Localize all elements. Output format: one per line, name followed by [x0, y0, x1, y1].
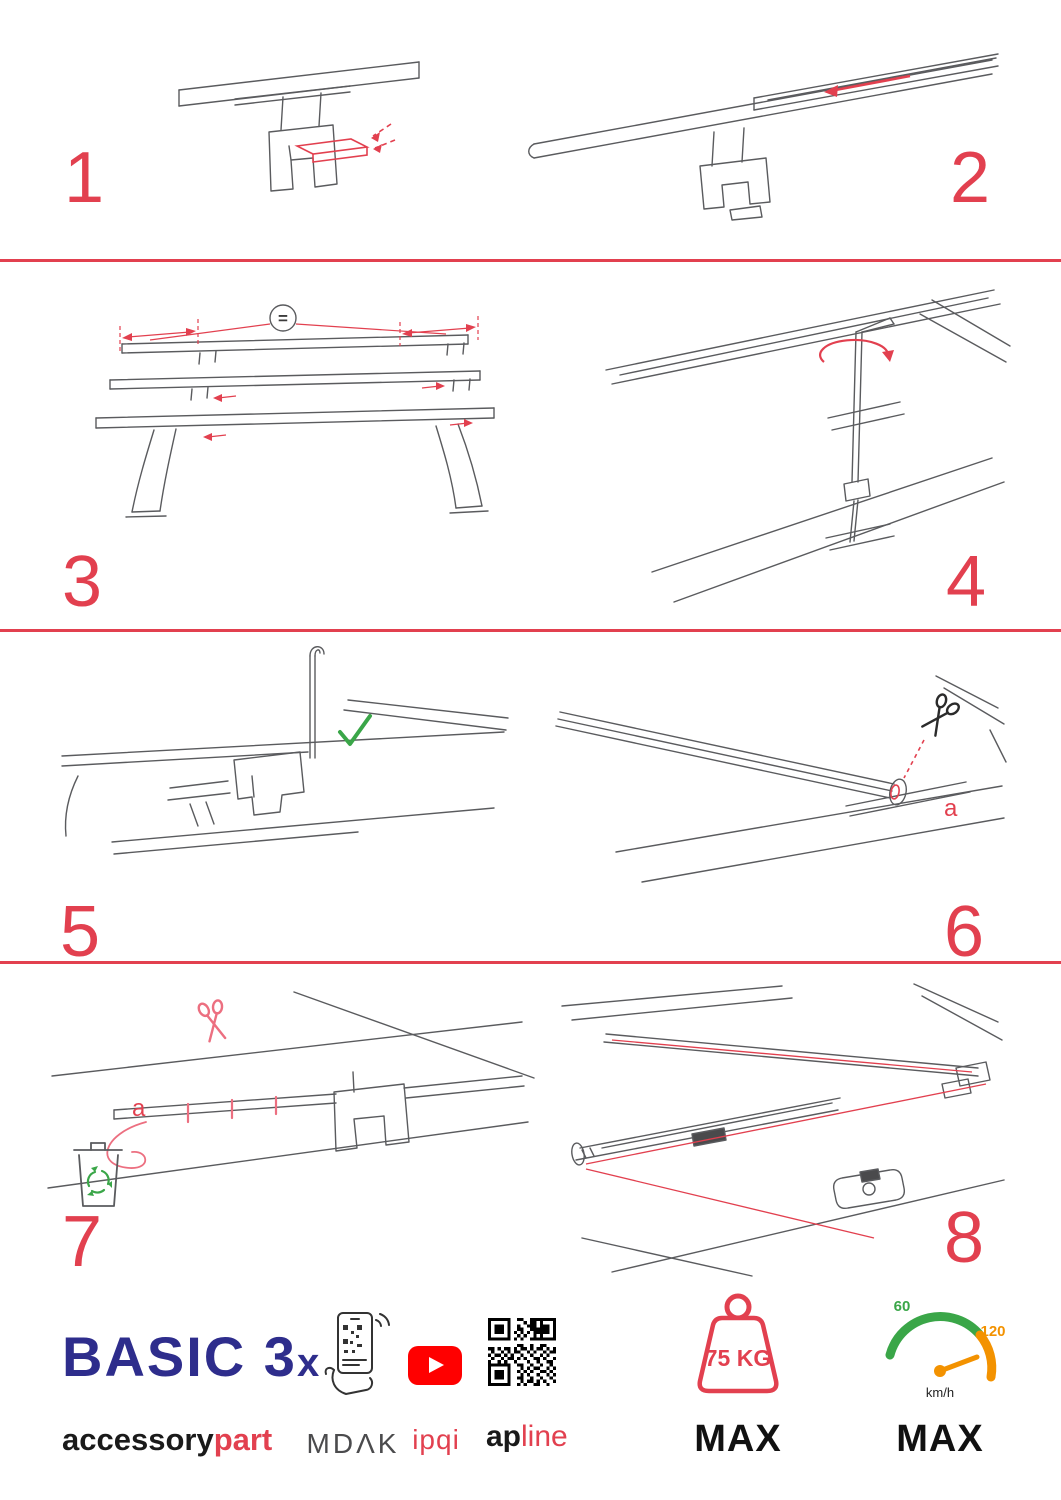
- speed-unit-label: km/h: [926, 1385, 954, 1400]
- cut-label-a: a: [132, 1095, 146, 1122]
- step-7-number: 7: [62, 1202, 103, 1282]
- step-2-number: 2: [950, 138, 991, 218]
- step-6-number: 6: [944, 892, 985, 972]
- step-3-illustration: =: [95, 304, 495, 518]
- speed-low-label: 60: [894, 1298, 911, 1315]
- step-2-illustration: [528, 53, 999, 221]
- t-bolt-adapter: [832, 1168, 906, 1210]
- brand-wordmark: accessorypart: [62, 1422, 272, 1458]
- insert-plate-highlight: [294, 123, 396, 163]
- slide-direction-arrow: [824, 74, 911, 97]
- cut-profile-highlight: [890, 784, 900, 800]
- step-1-number: 1: [64, 138, 105, 218]
- phone-scan-icon: [324, 1312, 390, 1395]
- step-5-number: 5: [60, 892, 101, 972]
- brand-wordmark-right: part: [213, 1422, 273, 1457]
- step-3-number: 3: [62, 542, 103, 622]
- equal-spacing-badge: [269, 304, 297, 332]
- max-weight-value: 75 KG: [705, 1345, 771, 1371]
- step-4-illustration: [605, 289, 1011, 603]
- youtube-icon: [408, 1346, 462, 1385]
- brand-wordmark-left: accessory: [62, 1422, 214, 1457]
- section-divider: [0, 629, 1061, 632]
- max-weight-icon: 75 KG: [697, 1293, 779, 1394]
- step-8-illustration: [561, 983, 1005, 1277]
- step-6-illustration: a: [555, 675, 1007, 883]
- alignment-lines: [585, 1039, 987, 1239]
- equal-sign: =: [278, 309, 288, 328]
- trash-icon: [73, 1142, 123, 1207]
- max-speed-label: MAX: [896, 1418, 984, 1460]
- apline-right: line: [521, 1420, 568, 1453]
- max-speed-icon: 60 120 km/h: [885, 1298, 1006, 1400]
- rotate-arrow: [819, 338, 894, 363]
- section-divider: [0, 961, 1061, 964]
- qr-code: [488, 1318, 556, 1386]
- cut-label-a: a: [944, 795, 958, 822]
- max-weight-label: MAX: [694, 1418, 782, 1460]
- recycle-icon: [86, 1169, 110, 1194]
- apline-left: ap: [486, 1420, 522, 1453]
- youtube-play-triangle: [429, 1357, 444, 1373]
- step-4-number: 4: [946, 542, 987, 622]
- product-logo: BASIC 3x: [62, 1326, 321, 1388]
- partner-logo-apline: apline: [486, 1420, 568, 1454]
- step-5-illustration: [61, 646, 509, 855]
- partner-logo-mdak: MDΛK: [306, 1428, 400, 1459]
- step-1-illustration: [178, 61, 420, 192]
- step-7-illustration: a: [47, 991, 535, 1207]
- product-logo-main: BASIC 3: [62, 1325, 297, 1388]
- check-icon: [338, 714, 372, 746]
- scissors-icon: [921, 693, 960, 737]
- step-8-number: 8: [944, 1198, 985, 1278]
- product-logo-x: x: [296, 1341, 322, 1385]
- locking-pin: [309, 646, 325, 759]
- measurement-lines: [119, 316, 479, 438]
- cut-marks: [106, 1095, 278, 1169]
- partner-logo-ipqi: ipqi: [412, 1424, 460, 1455]
- speed-high-label: 120: [980, 1323, 1005, 1340]
- section-divider: [0, 259, 1061, 262]
- allen-key: [843, 317, 895, 543]
- scissors-icon: [197, 999, 227, 1043]
